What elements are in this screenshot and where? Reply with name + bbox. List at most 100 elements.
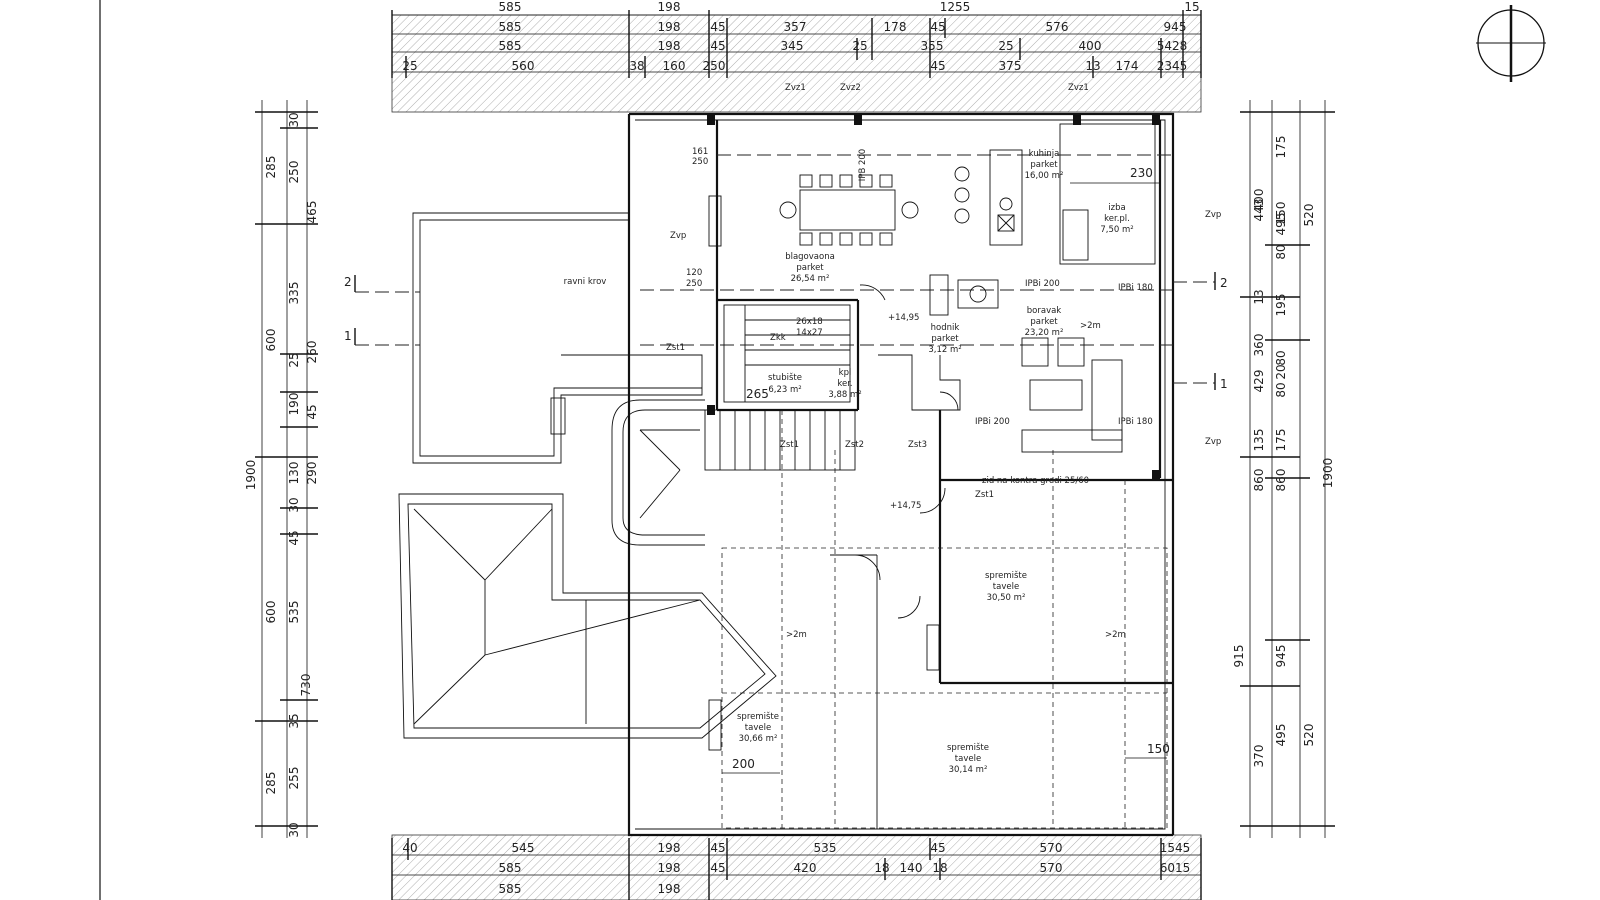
room-boravak-name: boravak: [1027, 306, 1062, 316]
kitchen-fixtures: [929, 149, 1089, 316]
label-stairs-1: 26x18: [796, 317, 823, 327]
room-kpl-area: 3,88 m²: [828, 390, 861, 400]
label-zvp-right2: Zvp: [1205, 437, 1221, 447]
dim-r2-3: 860: [1252, 469, 1266, 492]
dim-t3-6: 355: [921, 39, 944, 53]
dim-t2-3: 45: [710, 20, 725, 34]
dining-table: [779, 174, 919, 246]
dim-t4-9: 174: [1116, 59, 1139, 73]
dim-r2-4: 945: [1274, 645, 1288, 668]
dim-t2-8: 945: [1164, 20, 1187, 34]
staircase: [704, 304, 856, 471]
label-zst2: Zst2: [845, 440, 864, 450]
room-hodnik-name: hodnik: [931, 323, 960, 333]
dim-r2-1: 495: [1274, 213, 1288, 236]
dim-b2-6: 140: [900, 861, 923, 875]
dim-l2-9: 255: [287, 767, 301, 790]
label-250: 250: [692, 157, 708, 167]
dim-t3-2: 198: [658, 39, 681, 53]
dim-l3-9: 30: [287, 822, 301, 837]
dim-r1-7: 370: [1252, 745, 1266, 768]
room-izba-area: 7,50 m²: [1100, 225, 1133, 235]
dim-r3-8: 80: [1274, 382, 1288, 397]
dim-l3-2: 465: [305, 201, 319, 224]
label-gt2m-1: >2m: [1080, 321, 1101, 331]
dim-t2-4: 357: [784, 20, 807, 34]
dim-l3-5: 290: [305, 462, 319, 485]
dim-b2-5: 18: [874, 861, 889, 875]
dim-t3-9: 5428: [1157, 39, 1188, 53]
dim-l3-3: 260: [305, 341, 319, 364]
dim-b1-7: 570: [1040, 841, 1063, 855]
dim-l2-2: 335: [287, 282, 301, 305]
dim-r3-3: 150: [1274, 202, 1288, 225]
dim-l2-8: 730: [299, 674, 313, 697]
label-ipbi-180-b: IPBi 180: [1118, 417, 1153, 427]
dim-t4-5: 250: [703, 59, 726, 73]
dim-r3-2: 175: [1274, 136, 1288, 159]
dim-t3-7: 25: [998, 39, 1013, 53]
dim-t4-1: 25: [402, 59, 417, 73]
dim-r4-1: 1900: [1321, 458, 1335, 489]
dim-l2-1: 250: [287, 161, 301, 184]
room-spremiste2-name: spremište: [737, 711, 779, 722]
section-2-left: 2: [344, 275, 352, 289]
room-labels: ravni krov blagovaona parket 26,54 m² ku…: [564, 149, 1134, 775]
room-blagovaona-floor: parket: [796, 263, 824, 273]
label-zkk: Zkk: [770, 333, 786, 343]
inline-dimensions: 265 230 200 150: [722, 166, 1170, 774]
dim-r3-4: 80: [1274, 244, 1288, 259]
dim-r3-6: 80: [1274, 350, 1288, 365]
room-spremiste2-floor: tavele: [745, 723, 771, 733]
dim-l2-3: 25: [287, 352, 301, 367]
dim-r3-5: 195: [1274, 294, 1288, 317]
bottom-dimensions: 40 545 198 45 535 45 570 1545 585 198 45…: [391, 834, 1202, 900]
room-kuhinja-area: 16,00 m²: [1025, 171, 1064, 181]
dim-b2-2: 198: [658, 861, 681, 875]
dim-b2-4: 420: [794, 861, 817, 875]
room-spremiste1-name: spremište: [985, 570, 1027, 581]
room-blagovaona-area: 26,54 m²: [791, 274, 830, 284]
dim-l1-1: 285: [264, 156, 278, 179]
dim-t4-6: 45: [930, 59, 945, 73]
dim-t1-3: 1255: [940, 0, 971, 14]
section-2-right: 2: [1220, 276, 1228, 290]
north-arrow-icon: [1476, 5, 1546, 82]
living-sofa: [1021, 337, 1123, 453]
dim-b1-2: 545: [512, 841, 535, 855]
room-izba-name: izba: [1108, 203, 1125, 213]
room-blagovaona-name: blagovaona: [785, 252, 835, 262]
dim-t3-1: 585: [499, 39, 522, 53]
room-kuhinja-floor: parket: [1030, 160, 1058, 170]
dim-r3-10: 860: [1274, 469, 1288, 492]
label-ipb-200-a: IPB 200: [858, 149, 868, 181]
section-1-left: 1: [344, 329, 352, 343]
section-markers: 2 1 2 1: [344, 272, 1228, 391]
dim-b2-8: 570: [1040, 861, 1063, 875]
dim-l3-4: 45: [305, 404, 319, 419]
label-ipbi-200-b: IPBi 200: [1025, 279, 1060, 289]
dim-t3-4: 345: [781, 39, 804, 53]
building: [398, 112, 1175, 837]
dim-t4-7: 375: [999, 59, 1022, 73]
dim-t1-1: 585: [499, 0, 522, 14]
dim-t3-5: 25: [852, 39, 867, 53]
label-level-2: +14,75: [890, 501, 921, 511]
dim-l2-6: 600: [264, 601, 278, 624]
label-stairs-2: 14x27: [796, 328, 823, 338]
dim-b3-2: 198: [658, 882, 681, 896]
label-gt2m-2: >2m: [786, 630, 807, 640]
dim-b3-1: 585: [499, 882, 522, 896]
label-zvp-right1: Zvp: [1205, 210, 1221, 220]
dim-b2-1: 585: [499, 861, 522, 875]
label-gt2m-3: >2m: [1105, 630, 1126, 640]
dim-150: 150: [1147, 742, 1170, 756]
dim-t3-8: 400: [1079, 39, 1102, 53]
dim-l1-2: 600: [264, 329, 278, 352]
dim-r3-11: 520: [1302, 724, 1316, 747]
room-ravni-krov: ravni krov: [564, 277, 607, 287]
label-zst1-a: Zst1: [666, 343, 685, 353]
label-zvp-left: Zvp: [670, 231, 686, 241]
room-spremiste3-floor: tavele: [955, 754, 981, 764]
room-kpl-floor: ker.: [837, 379, 852, 389]
